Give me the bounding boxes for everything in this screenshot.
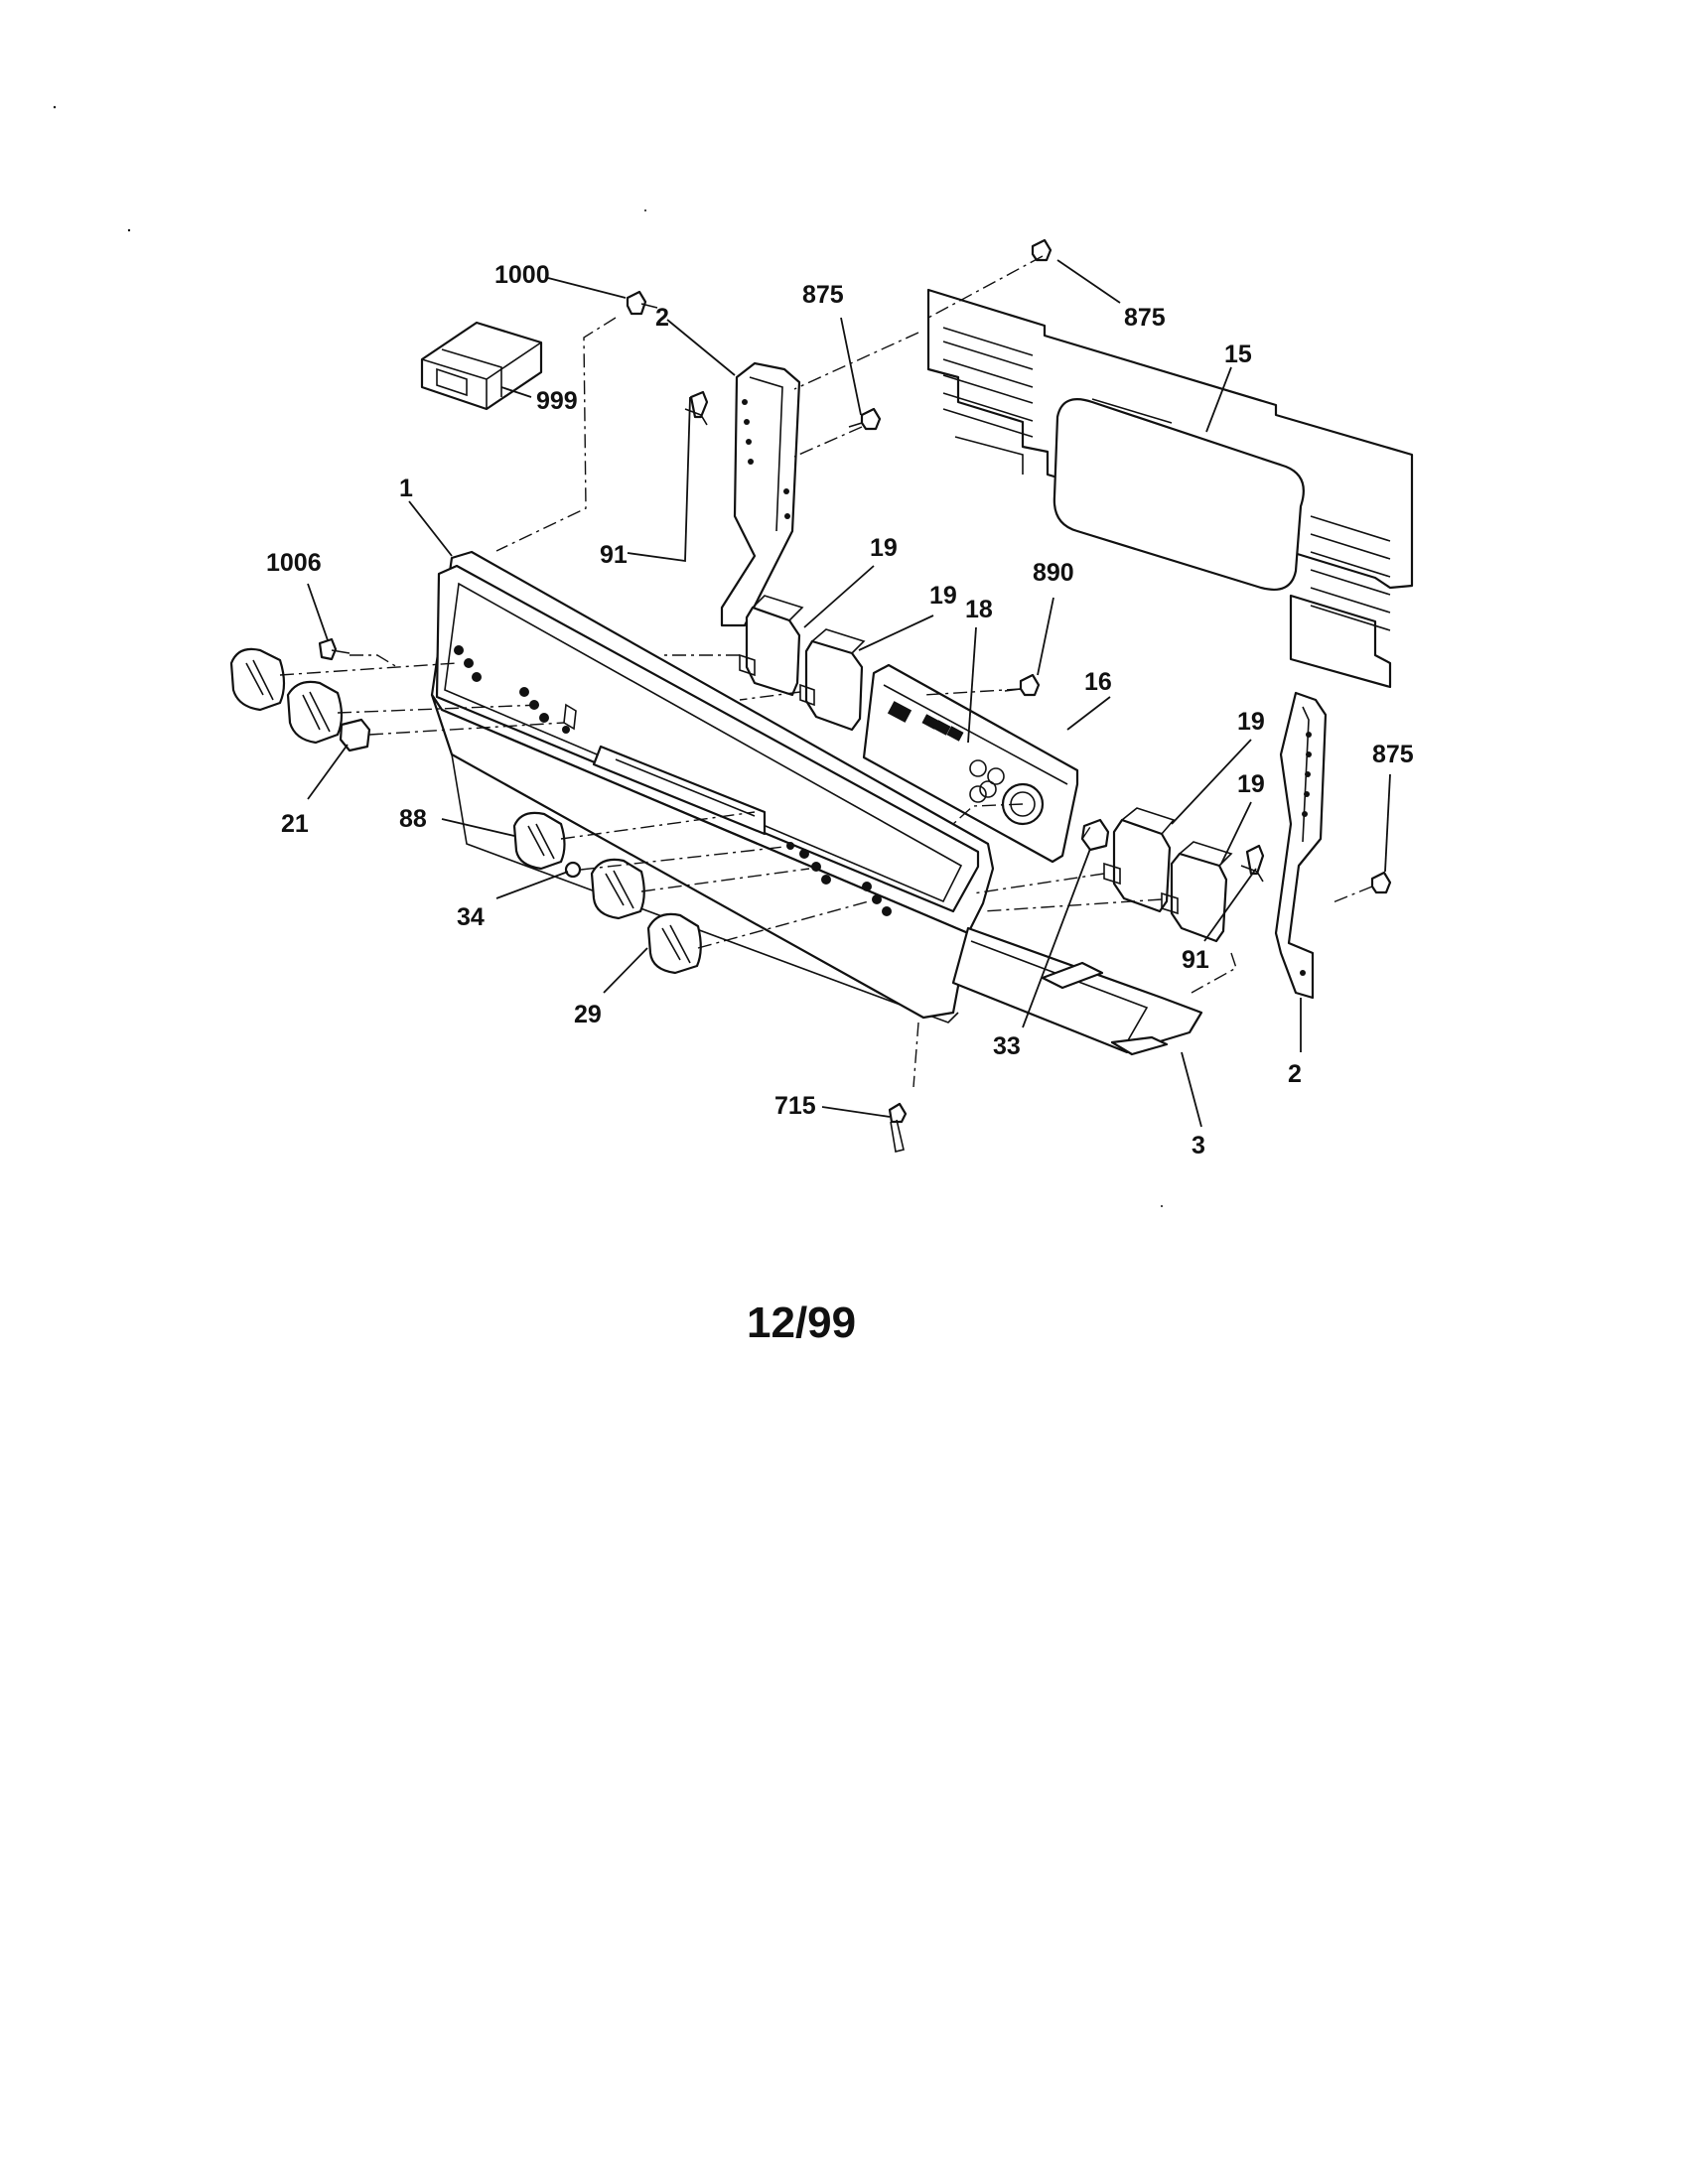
callout-29: 29 [574, 1001, 602, 1028]
callout-18: 18 [965, 596, 993, 623]
callout-890: 890 [1033, 559, 1074, 587]
switch-part-19-c [1103, 807, 1176, 913]
screw-part-1000 [626, 290, 658, 316]
callout-2-left: 2 [655, 304, 669, 332]
clip-part-91-right [1240, 844, 1265, 883]
knob-left-upper [229, 647, 286, 712]
callout-19-c: 19 [1237, 708, 1265, 736]
screw-part-715 [888, 1102, 908, 1153]
callout-88: 88 [399, 805, 427, 833]
light-switch-part-21 [339, 718, 371, 752]
side-bracket-part-2-left [720, 361, 801, 627]
knob-left-lower [286, 680, 344, 745]
indicator-part-34 [564, 861, 582, 879]
carton-part-999 [420, 321, 543, 411]
callout-1000: 1000 [494, 261, 550, 289]
clock-knob-part-33 [1080, 818, 1110, 852]
callout-875-middle: 875 [802, 281, 844, 309]
date-code: 12/99 [747, 1298, 856, 1347]
switch-part-19-a [739, 595, 804, 697]
screw-part-890 [1004, 673, 1041, 697]
callout-2-right: 2 [1288, 1060, 1302, 1088]
callout-19-d: 19 [1237, 770, 1265, 798]
callout-875-top: 875 [1124, 304, 1166, 332]
callout-16: 16 [1084, 668, 1112, 696]
switch-part-19-b [799, 628, 866, 732]
screw-part-875-middle [848, 407, 882, 431]
knob-part-88 [512, 811, 566, 871]
callout-19-b: 19 [929, 582, 957, 610]
callout-999: 999 [536, 387, 578, 415]
callout-19-a: 19 [870, 534, 898, 562]
rear-panel-part-15 [926, 288, 1414, 689]
knob-part-29-lower [646, 912, 702, 975]
callout-875-right: 875 [1372, 741, 1414, 768]
callout-34: 34 [457, 903, 485, 931]
callout-1: 1 [399, 475, 413, 502]
callout-21: 21 [281, 810, 309, 838]
screw-part-1006 [318, 637, 351, 661]
switch-part-19-d [1161, 841, 1233, 943]
callout-33: 33 [993, 1032, 1021, 1060]
callout-1006: 1006 [266, 549, 322, 577]
callout-91-left: 91 [600, 541, 628, 569]
clip-part-91-left [684, 390, 709, 426]
callout-15: 15 [1224, 341, 1252, 368]
trim-strip-part-3 [951, 926, 1203, 1056]
side-bracket-part-2-right [1274, 691, 1328, 1000]
screw-part-875-right [1370, 871, 1392, 894]
clock-assembly-part-16 [862, 663, 1079, 864]
screw-part-875-top [1031, 238, 1052, 262]
scan-specks [53, 105, 1163, 1207]
leader-lines [307, 259, 1391, 1128]
control-panel-part-1 [430, 550, 995, 1024]
callout-715: 715 [774, 1092, 816, 1120]
knob-part-29-upper [590, 858, 645, 920]
callout-labels: 1000 999 2 875 875 15 1 91 19 19 890 100… [266, 261, 1414, 1160]
callout-91-right: 91 [1182, 946, 1209, 974]
assembly-lines [279, 255, 1373, 1088]
callout-3: 3 [1192, 1132, 1205, 1160]
